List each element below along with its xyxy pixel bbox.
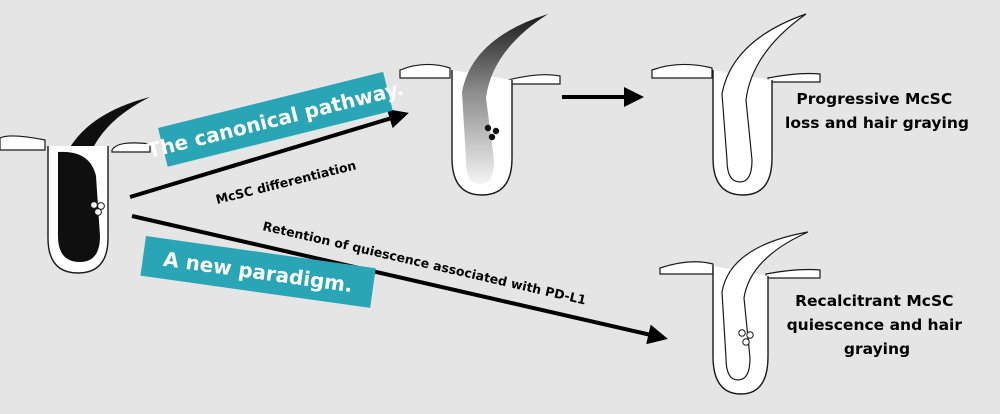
skin-surface	[0, 135, 46, 151]
stem-cell	[97, 202, 105, 210]
skin-surface	[507, 74, 561, 85]
follicle-gray-quiescent	[659, 231, 821, 395]
skin-surface	[651, 63, 713, 79]
follicle-gray-top	[651, 13, 821, 196]
arrow-new-paradigm	[131, 214, 668, 345]
arrow-canonical	[129, 109, 409, 199]
follicle-graying	[399, 14, 561, 196]
stem-cell	[484, 124, 492, 132]
skin-surface	[399, 63, 451, 79]
follicle-pigmented	[0, 97, 151, 274]
hair-shaft	[462, 14, 548, 184]
outcome-recalcitrant-line: graying	[844, 340, 910, 358]
stem-cell	[90, 201, 98, 209]
hair-shaft	[721, 13, 807, 183]
stem-cell	[738, 329, 746, 337]
hair-bulb-fill	[58, 151, 100, 262]
stem-cell	[492, 127, 500, 135]
outcome-recalcitrant-line: Recalcitrant McSC	[795, 292, 953, 310]
outcome-progressive-line: loss and hair graying	[785, 114, 969, 132]
banner-canonical: The canonical pathway.	[145, 71, 407, 167]
skin-surface	[111, 142, 151, 153]
stem-cell	[94, 208, 102, 216]
skin-surface	[765, 268, 821, 279]
stem-cell	[742, 338, 750, 346]
outcome-recalcitrant-line: quiescence and hair	[787, 316, 963, 334]
stem-cell	[746, 331, 754, 339]
banner-canonical-label: The canonical pathway.	[145, 76, 407, 163]
outcome-progressive-line: Progressive McSC	[796, 90, 952, 108]
outcome-recalcitrant: Recalcitrant McSC quiescence and hair gr…	[787, 292, 968, 358]
skin-surface	[767, 72, 821, 83]
stem-cell	[488, 133, 496, 141]
skin-surface	[659, 261, 714, 275]
outcome-progressive: Progressive McSC loss and hair graying	[785, 90, 969, 132]
